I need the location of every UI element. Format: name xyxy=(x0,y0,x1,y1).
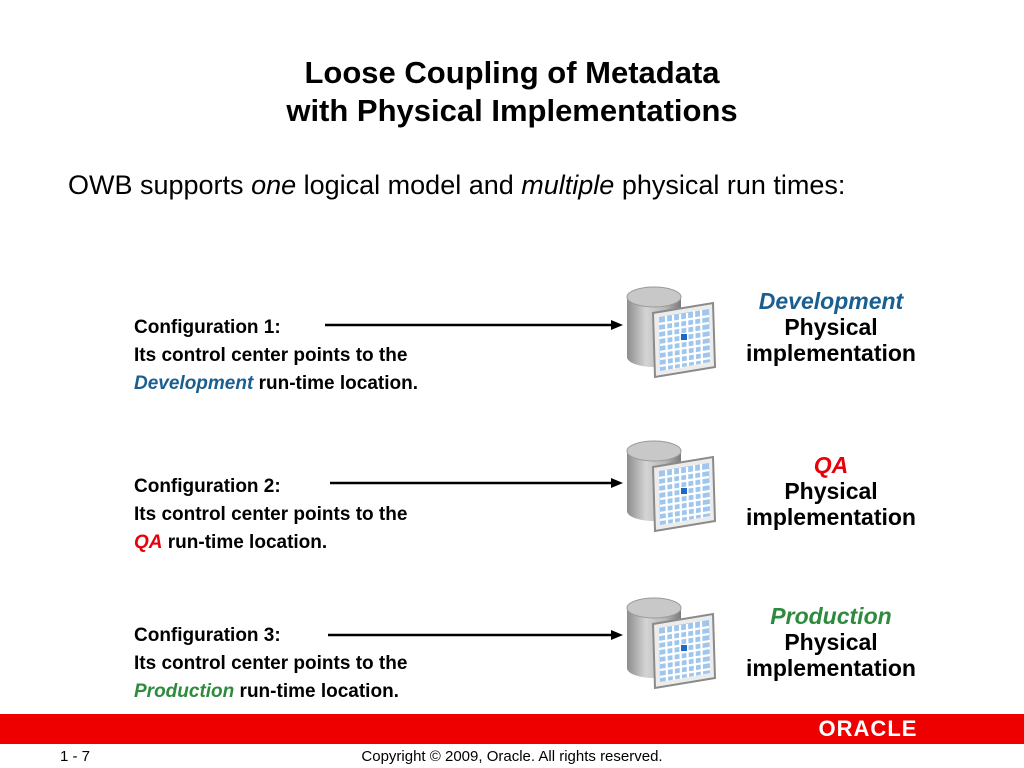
development-env-name: Development xyxy=(758,288,904,314)
configuration-3-label: Configuration 3: xyxy=(134,625,281,646)
configuration-1-location-line: Development run-time location. xyxy=(134,370,494,398)
production-impl-line-1: Physical xyxy=(784,629,878,655)
configuration-2-description: Its control center points to the xyxy=(134,504,408,525)
intro-part-1: OWB supports xyxy=(68,170,252,200)
qa-database-icon xyxy=(625,439,717,533)
configuration-3-location-line: Production run-time location. xyxy=(134,678,494,706)
page-number: 1 - 7 xyxy=(60,748,91,765)
footer-bar xyxy=(0,714,1024,744)
configuration-1-location: Development xyxy=(134,373,254,394)
configuration-3-arrow xyxy=(328,630,623,640)
production-env-name: Production xyxy=(770,603,892,629)
title-line-2: with Physical Implementations xyxy=(286,93,738,128)
copyright-text: Copyright © 2009, Oracle. All rights res… xyxy=(361,748,663,765)
development-database-icon xyxy=(625,285,717,379)
slide-title: Loose Coupling of Metadata with Physical… xyxy=(0,54,1024,130)
intro-part-3: physical run times: xyxy=(614,170,846,200)
development-implementation-label: Development Physical implementation xyxy=(726,288,936,366)
configuration-3-text: Configuration 3: Its control center poin… xyxy=(134,622,494,706)
configuration-1-description: Its control center points to the xyxy=(134,345,408,366)
production-implementation-label: Production Physical implementation xyxy=(726,603,936,681)
configuration-2-location-line: QA run-time location. xyxy=(134,529,494,557)
configuration-1-text: Configuration 1: Its control center poin… xyxy=(134,314,494,398)
production-impl-line-2: implementation xyxy=(746,655,916,681)
configuration-2-label: Configuration 2: xyxy=(134,476,281,497)
configuration-1-suffix: run-time location. xyxy=(253,373,418,394)
intro-text: OWB supports one logical model and multi… xyxy=(68,166,848,204)
configuration-3-suffix: run-time location. xyxy=(234,681,399,702)
configuration-2-text: Configuration 2: Its control center poin… xyxy=(134,473,494,557)
configuration-1-arrow xyxy=(325,320,623,330)
title-line-1: Loose Coupling of Metadata xyxy=(304,55,720,90)
configuration-3-location: Production xyxy=(134,681,235,702)
qa-impl-line-2: implementation xyxy=(746,504,916,530)
oracle-logo: ORACLE xyxy=(818,716,918,741)
production-database-icon xyxy=(625,596,717,690)
configuration-2-suffix: run-time location. xyxy=(162,532,328,553)
intro-emphasis-multiple: multiple xyxy=(521,170,615,200)
qa-impl-line-1: Physical xyxy=(784,478,878,504)
intro-emphasis-one: one xyxy=(251,170,297,200)
configuration-3-description: Its control center points to the xyxy=(134,653,408,674)
qa-implementation-label: QA Physical implementation xyxy=(726,452,936,530)
development-impl-line-1: Physical xyxy=(784,314,878,340)
qa-env-name: QA xyxy=(813,452,849,478)
configuration-2-location: QA xyxy=(134,532,163,553)
configuration-2-arrow xyxy=(330,478,623,488)
configuration-1-label: Configuration 1: xyxy=(134,317,281,338)
intro-part-2: logical model and xyxy=(296,170,522,200)
development-impl-line-2: implementation xyxy=(746,340,916,366)
